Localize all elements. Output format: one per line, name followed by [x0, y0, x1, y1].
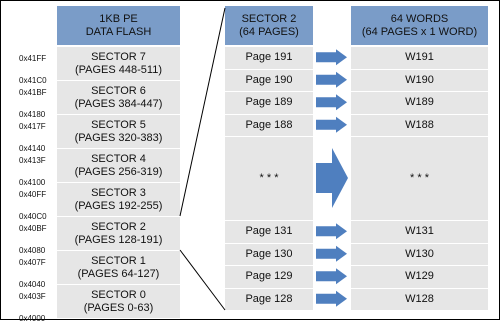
page-cell: Page 130 — [225, 242, 313, 265]
address-top-label: 0x40FF — [19, 190, 47, 199]
large-arrow — [316, 148, 348, 208]
small-arrow — [316, 223, 347, 240]
flash-sector-pages: (PAGES 0-63) — [83, 301, 154, 314]
address-bottom-label: 0x4040 — [19, 280, 46, 289]
word-label: W190 — [405, 73, 434, 86]
word-label: W129 — [405, 270, 434, 283]
sector2-header: SECTOR 2 (64 PAGES) — [225, 6, 313, 46]
address-bottom-label: 0x4000 — [19, 314, 46, 323]
flash-sector-cell: SECTOR 1(PAGES 64-127) — [57, 250, 180, 284]
page-label: Page 189 — [245, 96, 293, 109]
flash-sector-name: SECTOR 3 — [91, 186, 146, 199]
words-header: 64 WORDS (64 PAGES x 1 WORD) — [351, 6, 488, 46]
flash-sector-pages: (PAGES 64-127) — [77, 267, 160, 280]
address-bottom-label: 0x40C0 — [19, 212, 47, 221]
small-arrow — [316, 245, 347, 262]
flash-sector-cell: SECTOR 2(PAGES 128-191) — [57, 216, 180, 250]
word-cell: W188 — [351, 113, 488, 136]
page-cell: Page 191 — [225, 46, 313, 69]
small-arrow — [316, 71, 347, 88]
address-top-label: 0x413F — [19, 156, 46, 165]
page-ellipsis-cell: * * * — [225, 136, 313, 220]
address-bottom-label: 0x4140 — [19, 144, 46, 153]
address-bottom-label: 0x41C0 — [19, 76, 47, 85]
word-cell: W191 — [351, 46, 488, 69]
data-flash-title-line1: 1KB PE — [99, 12, 138, 25]
sector2-title-line2: (64 PAGES) — [239, 25, 299, 38]
word-cell: W131 — [351, 220, 488, 243]
flash-sector-cell: SECTOR 4(PAGES 256-319) — [57, 148, 180, 182]
flash-sector-name: SECTOR 1 — [91, 254, 146, 267]
page-label: Page 129 — [245, 270, 293, 283]
page-label: Page 131 — [245, 225, 293, 238]
word-cell: W130 — [351, 242, 488, 265]
word-label: W130 — [405, 247, 434, 260]
flash-sector-name: SECTOR 5 — [91, 118, 146, 131]
flash-sector-name: SECTOR 6 — [91, 84, 146, 97]
flash-sector-cell: SECTOR 3(PAGES 192-255) — [57, 182, 180, 216]
address-bottom-label: 0x4080 — [19, 246, 46, 255]
flash-sector-pages: (PAGES 128-191) — [74, 233, 163, 246]
sector2-title-line1: SECTOR 2 — [241, 12, 297, 25]
word-cell: W190 — [351, 68, 488, 91]
flash-sector-name: SECTOR 7 — [91, 50, 146, 63]
zoom-line-top — [179, 7, 226, 217]
flash-sector-pages: (PAGES 256-319) — [74, 165, 163, 178]
address-top-label: 0x407F — [19, 258, 46, 267]
page-cell: Page 190 — [225, 68, 313, 91]
page-label: Page 190 — [245, 73, 293, 86]
flash-sector-pages: (PAGES 192-255) — [74, 199, 163, 212]
address-bottom-label: 0x4180 — [19, 110, 46, 119]
flash-sector-name: SECTOR 4 — [91, 152, 146, 165]
page-label: Page 130 — [245, 247, 293, 260]
address-top-label: 0x40BF — [19, 224, 47, 233]
words-title-line1: 64 WORDS — [390, 12, 449, 25]
address-bottom-label: 0x4100 — [19, 178, 46, 187]
data-flash-header: 1KB PE DATA FLASH — [57, 6, 180, 46]
flash-sector-cell: SECTOR 6(PAGES 384-447) — [57, 80, 180, 114]
address-top-label: 0x41FF — [19, 54, 47, 63]
small-arrow — [316, 268, 347, 285]
small-arrow — [316, 290, 347, 307]
flash-sector-cell: SECTOR 0(PAGES 0-63) — [57, 284, 180, 318]
address-top-label: 0x41BF — [19, 88, 47, 97]
words-title-line2: (64 PAGES x 1 WORD) — [361, 25, 478, 38]
page-cell: Page 188 — [225, 113, 313, 136]
page-label: Page 128 — [245, 292, 293, 305]
page-cell: Page 128 — [225, 287, 313, 310]
flash-sector-name: SECTOR 2 — [91, 220, 146, 233]
address-top-label: 0x403F — [19, 292, 46, 301]
data-flash-title-line2: DATA FLASH — [85, 25, 152, 38]
zoom-line-bottom — [179, 249, 226, 311]
flash-sector-pages: (PAGES 320-383) — [74, 131, 163, 144]
page-label: Page 191 — [245, 51, 293, 64]
small-arrow — [316, 116, 347, 133]
flash-sector-pages: (PAGES 448-511) — [74, 63, 163, 76]
word-label: W128 — [405, 292, 434, 305]
word-label: W191 — [405, 51, 434, 64]
word-label: W189 — [405, 96, 434, 109]
flash-sector-name: SECTOR 0 — [91, 288, 146, 301]
flash-sector-pages: (PAGES 384-447) — [74, 97, 163, 110]
address-top-label: 0x417F — [19, 122, 46, 131]
small-arrow — [316, 49, 347, 66]
word-cell: W189 — [351, 91, 488, 114]
page-cell: Page 189 — [225, 91, 313, 114]
word-cell: W129 — [351, 265, 488, 288]
word-cell: W128 — [351, 287, 488, 310]
page-ellipsis: * * * — [259, 172, 279, 184]
word-label: W131 — [405, 225, 434, 238]
word-ellipsis: * * * — [410, 172, 429, 184]
page-cell: Page 131 — [225, 220, 313, 243]
page-label: Page 188 — [245, 118, 293, 131]
small-arrow — [316, 94, 347, 111]
word-ellipsis-cell: * * * — [351, 136, 488, 220]
flash-sector-cell: SECTOR 5(PAGES 320-383) — [57, 114, 180, 148]
page-cell: Page 129 — [225, 265, 313, 288]
word-label: W188 — [405, 118, 434, 131]
flash-sector-cell: SECTOR 7(PAGES 448-511) — [57, 46, 180, 80]
